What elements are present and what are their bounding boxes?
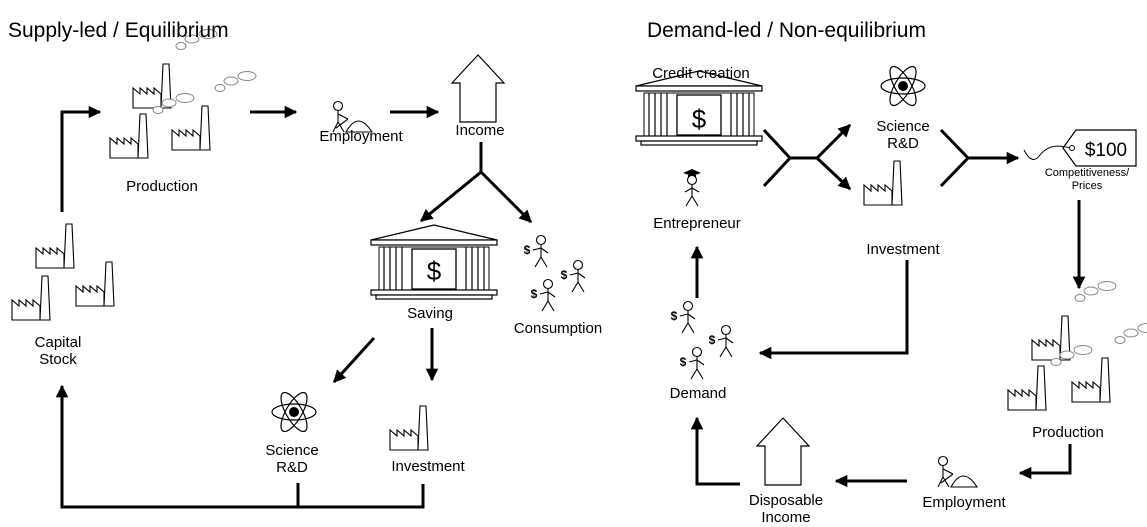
right-production-factories-icon — [1007, 281, 1147, 411]
house-icon — [451, 54, 505, 123]
competitiveness-label: Competitiveness/ Prices — [1045, 167, 1129, 193]
credit-creation-label: Credit creation — [652, 65, 750, 82]
left-investment-label: Investment — [391, 458, 465, 475]
price-tag-text: $100 — [1085, 140, 1127, 161]
consumers-icon — [523, 234, 586, 312]
atom-icon — [271, 388, 317, 436]
capital-stock-label: Capital Stock — [35, 334, 82, 368]
left-arrows — [55, 105, 533, 509]
entrepreneur-icon — [682, 168, 702, 207]
right-investment-factory-icon — [863, 160, 903, 206]
right-science-label: Science R&D — [876, 118, 929, 152]
right-science-line2: R&D — [887, 135, 919, 152]
demand-label: Demand — [669, 385, 727, 402]
competitiveness-line1: Competitiveness/ — [1044, 167, 1130, 179]
left-title: Supply-led / Equilibrium — [8, 19, 229, 42]
right-science-line1: Science — [876, 118, 930, 135]
left-science-line2: R&D — [276, 459, 308, 476]
left-employment-label: Employment — [319, 128, 403, 145]
capital-stock-factories-icon — [11, 223, 115, 321]
disposable-income-label: Disposable Income — [749, 492, 823, 526]
left-income-label: Income — [455, 122, 505, 139]
right-production-label: Production — [1032, 424, 1104, 441]
capital-stock-line1: Capital — [34, 334, 82, 351]
right-title: Demand-led / Non-equilibrium — [647, 19, 926, 42]
investment-factory-icon — [389, 405, 429, 451]
left-science-line1: Science — [265, 442, 319, 459]
right-house-icon — [756, 417, 810, 486]
left-saving-label: Saving — [407, 305, 453, 322]
disposable-income-line1: Disposable — [748, 492, 824, 509]
credit-bank-icon: $ — [635, 70, 763, 146]
bank-dollar-text: $ — [427, 256, 442, 286]
credit-bank-dollar-text: $ — [692, 104, 707, 134]
disposable-income-line2: Income — [761, 509, 811, 526]
right-arrows — [690, 123, 1086, 488]
entrepreneur-label: Entrepreneur — [653, 215, 741, 232]
right-investment-label: Investment — [866, 241, 940, 258]
right-worker-icon — [937, 455, 978, 488]
price-tag-icon: $100 — [1023, 129, 1137, 167]
capital-stock-line2: Stock — [39, 351, 77, 368]
right-atom-icon — [880, 62, 926, 110]
production-factories-icon — [109, 29, 257, 159]
right-employment-label: Employment — [922, 494, 1006, 511]
left-production-label: Production — [126, 178, 198, 195]
competitiveness-line2: Prices — [1071, 180, 1103, 192]
left-science-label: Science R&D — [265, 442, 318, 476]
left-consumption-label: Consumption — [513, 320, 603, 337]
demand-persons-icon — [670, 300, 734, 380]
bank-icon: $ — [370, 224, 498, 300]
left-diagram: $ — [11, 29, 586, 509]
right-diagram: $ $100 — [635, 62, 1147, 488]
